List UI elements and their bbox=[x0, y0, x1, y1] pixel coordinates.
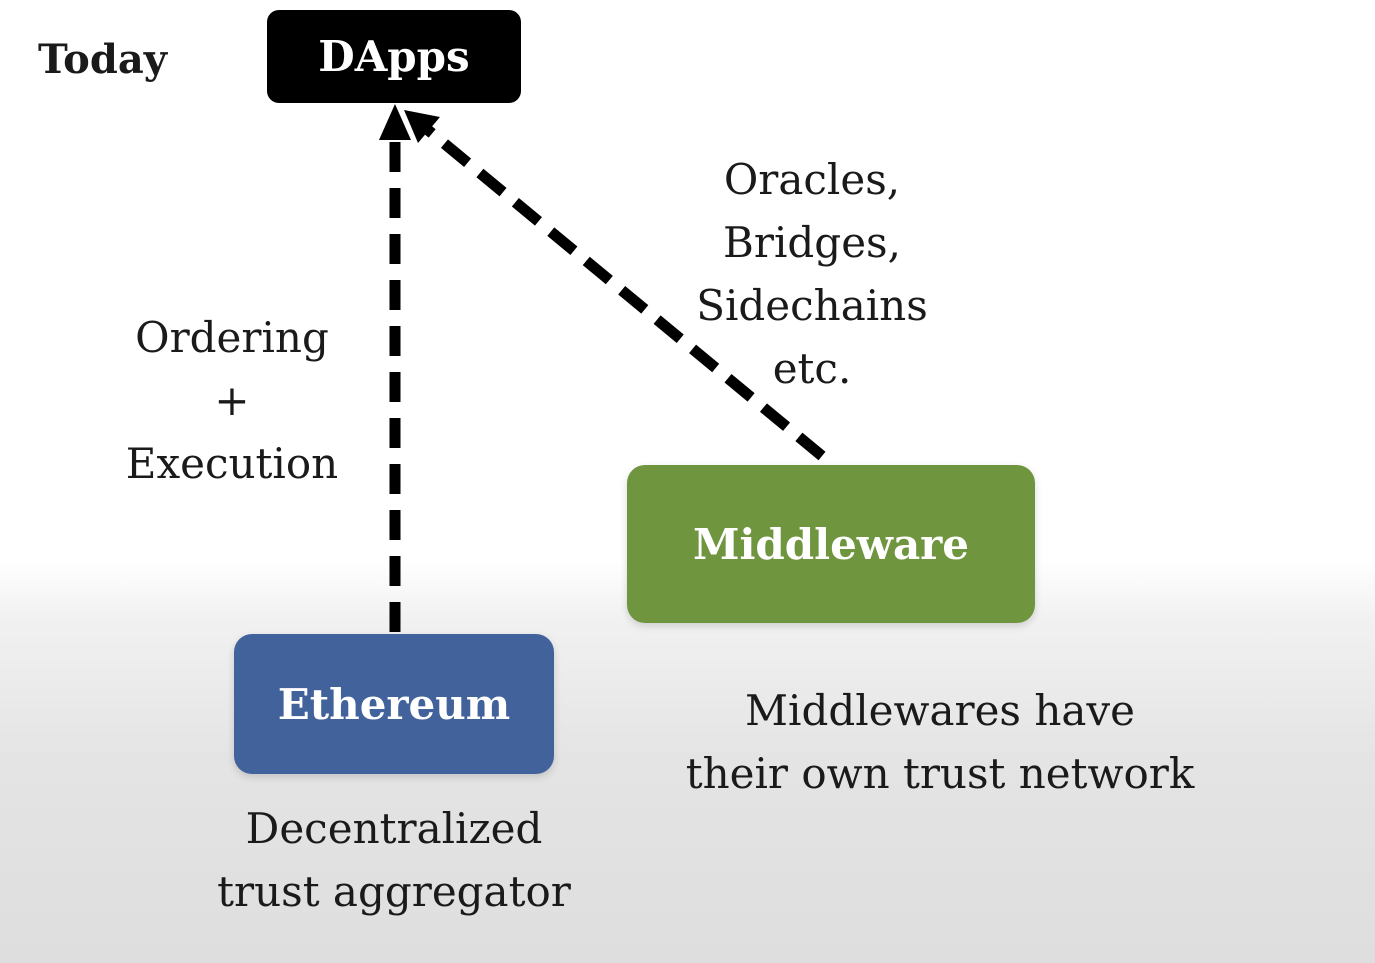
ethereum-note-line-2: trust aggregator bbox=[217, 867, 571, 916]
middleware-to-dapps-arrowhead bbox=[404, 110, 440, 143]
ordering-execution-label: Ordering + Execution bbox=[112, 306, 352, 495]
middleware-types-label: Oracles, Bridges, Sidechains etc. bbox=[682, 148, 942, 400]
middleware-box: Middleware bbox=[627, 465, 1035, 623]
ethereum-label: Ethereum bbox=[277, 679, 511, 729]
etc-text: etc. bbox=[772, 344, 852, 393]
dapps-box: DApps bbox=[267, 10, 521, 103]
dapps-label: DApps bbox=[318, 32, 470, 81]
middleware-note: Middlewares have their own trust network bbox=[660, 679, 1220, 805]
ethereum-note: Decentralized trust aggregator bbox=[204, 797, 584, 923]
middleware-note-line-2: their own trust network bbox=[685, 749, 1195, 798]
ordering-text: Ordering bbox=[135, 313, 329, 362]
sidechains-text: Sidechains bbox=[696, 281, 928, 330]
execution-text: Execution bbox=[125, 439, 339, 488]
slide-title: Today bbox=[38, 36, 167, 83]
ethereum-to-dapps-arrowhead bbox=[379, 104, 411, 140]
oracles-text: Oracles, bbox=[723, 155, 901, 204]
ethereum-note-line-1: Decentralized bbox=[245, 804, 543, 853]
middleware-note-line-1: Middlewares have bbox=[745, 686, 1135, 735]
middleware-label: Middleware bbox=[692, 519, 970, 569]
bridges-text: Bridges, bbox=[723, 218, 901, 267]
middleware-to-dapps-arrow bbox=[424, 125, 826, 461]
plus-text: + bbox=[214, 376, 250, 425]
ethereum-box: Ethereum bbox=[234, 634, 554, 774]
